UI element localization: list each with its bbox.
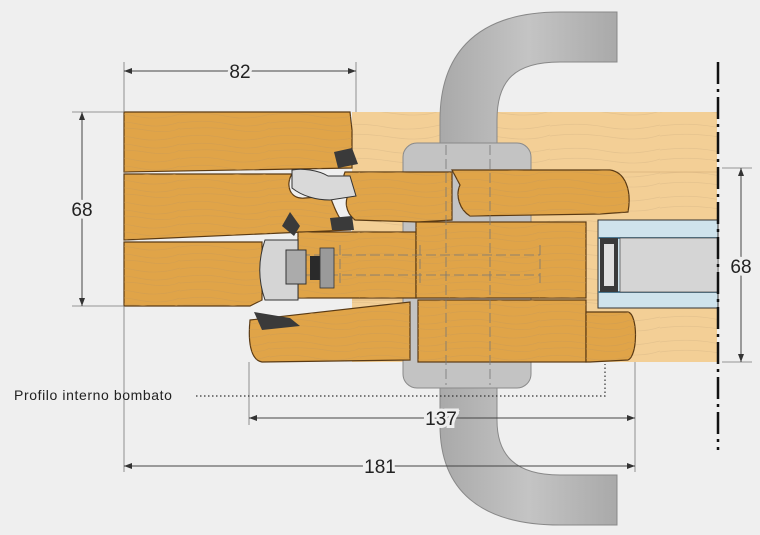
- glazing-unit: [597, 219, 719, 309]
- dimension-total-label: 181: [364, 457, 396, 478]
- dimension-right: 68: [722, 167, 756, 363]
- dimension-top-label: 82: [229, 62, 250, 83]
- dimension-total: 181: [123, 306, 636, 481]
- callout-profile: Profilo interno bombato: [14, 364, 606, 403]
- dimension-top: 82: [123, 59, 357, 112]
- hardware-insert: [259, 239, 335, 301]
- dimension-left: 68: [67, 111, 124, 307]
- gaskets: [254, 148, 358, 330]
- handle-shape: [439, 11, 618, 526]
- dimension-right-label: 68: [730, 257, 751, 278]
- callout-profile-label: Profilo interno bombato: [14, 387, 173, 403]
- dimension-inner-label: 137: [425, 409, 457, 430]
- dimension-inner: 137: [248, 362, 636, 433]
- dimension-left-label: 68: [71, 200, 92, 221]
- sash-profile: [248, 145, 637, 385]
